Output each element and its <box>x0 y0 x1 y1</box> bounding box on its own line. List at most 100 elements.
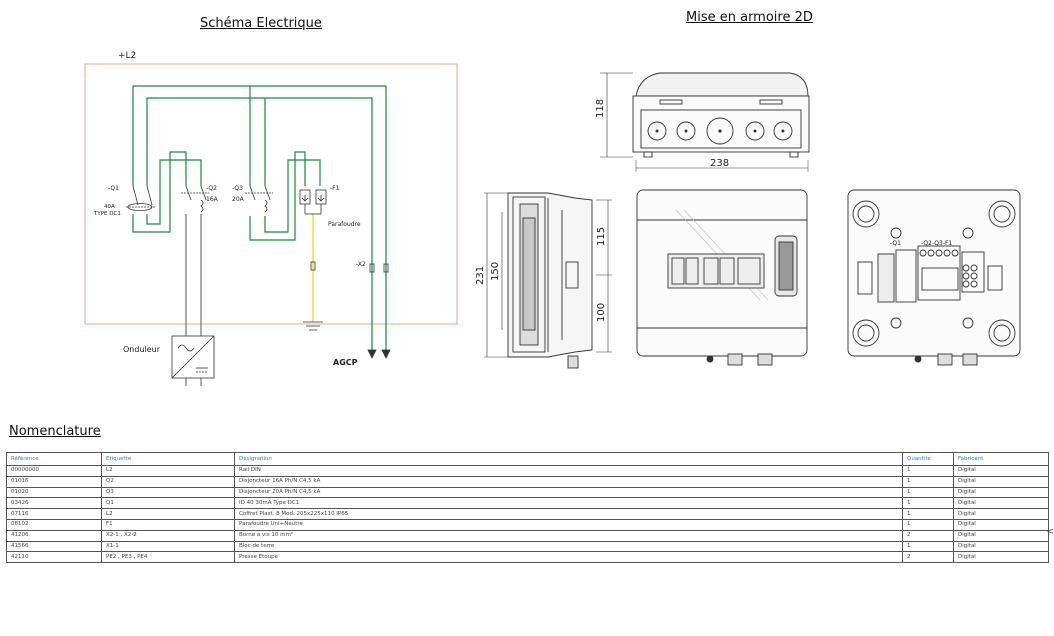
cell-quantity: 1 <box>902 540 954 553</box>
table-row: 00000000 L2 Rail DIN 1 Digital <box>6 465 1049 477</box>
q1-ref: -Q1 <box>108 185 119 192</box>
cell-reference: 03426 <box>6 497 102 510</box>
drawing-canvas: +L2 -Q1 40A TYPE DC1 <box>84 51 1021 386</box>
cell-designation: Presse Etoupe <box>234 551 903 564</box>
header-label: Etiquette <box>101 452 235 466</box>
cell-quantity: 1 <box>902 497 954 510</box>
cell-manufacturer: Digital <box>953 465 1049 477</box>
cell-quantity: 2 <box>902 529 954 542</box>
inverter-symbol <box>171 335 215 386</box>
cell-reference: 08102 <box>6 518 102 531</box>
cell-label: Q2 <box>101 475 235 488</box>
f1-name: Parafoudre <box>328 221 361 228</box>
panel-label-q2q3f1: -Q2-Q3-F1 <box>921 240 952 247</box>
cell-reference: 01020 <box>6 486 102 499</box>
cell-label: X1-1 <box>101 540 235 553</box>
q2-symbol <box>181 185 209 213</box>
cell-designation: Bloc de terre <box>234 540 903 553</box>
dim-lower: 100 <box>596 303 607 322</box>
cell-label: Q3 <box>101 486 235 499</box>
schematic-frame <box>84 63 458 325</box>
cell-manufacturer: Digital <box>953 551 1049 564</box>
cell-reference: 42110 <box>6 551 102 564</box>
cell-designation: Borne à vis 10 mm² <box>234 529 903 542</box>
panel-label-q1: -Q1 <box>890 240 901 247</box>
cell-quantity: 1 <box>902 518 954 531</box>
x2-label: -X2 <box>356 261 366 268</box>
cell-reference: 00000000 <box>6 465 102 477</box>
cell-label: L2 <box>101 508 235 520</box>
q3-rating: 20A <box>232 196 245 203</box>
cell-label: L2 <box>101 465 235 477</box>
cell-designation: Parafoudre Uni+Neutre <box>234 518 903 531</box>
cell-manufacturer: Digital <box>953 529 1049 542</box>
bus-wires <box>132 85 387 352</box>
cell-reference: 01016 <box>6 475 102 488</box>
cell-quantity: 1 <box>902 508 954 520</box>
cell-manufacturer: Digital <box>953 497 1049 510</box>
cell-quantity: 1 <box>902 465 954 477</box>
q1-rating: 40A <box>104 204 115 210</box>
agcp-label: AGCP <box>333 358 358 367</box>
supply-label: +L2 <box>118 51 136 61</box>
q2-rating: 16A <box>206 196 219 203</box>
cell-designation: Disjoncteur 16A Ph/N C4,5 kA <box>234 475 903 488</box>
cabinet-internal-view <box>847 189 1021 366</box>
cell-quantity: 2 <box>902 551 954 564</box>
electrical-schematic: +L2 -Q1 40A TYPE DC1 <box>84 51 458 386</box>
cell-designation: Disjoncteur 20A Ph/N C4,5 kA <box>234 486 903 499</box>
nomenclature-title: Nomenclature <box>9 424 101 439</box>
cell-label: Q1 <box>101 497 235 510</box>
cell-manufacturer: Digital <box>953 518 1049 531</box>
table-row: 01016 Q2 Disjoncteur 16A Ph/N C4,5 kA 1 … <box>6 475 1049 488</box>
dim-upper: 115 <box>596 227 607 246</box>
table-header-row: Référence Etiquette Désignation Quantité… <box>6 452 1049 466</box>
table-row: 08102 F1 Parafoudre Uni+Neutre 1 Digital <box>6 518 1049 531</box>
cabinet-side-view <box>484 192 612 369</box>
nomenclature-table: Référence Etiquette Désignation Quantité… <box>6 452 1049 564</box>
cell-designation: Rail DIN <box>234 465 903 477</box>
cell-manufacturer: Digital <box>953 540 1049 553</box>
table-row: 42110 PE2 , PE3 , PE4 Presse Etoupe 2 Di… <box>6 551 1049 564</box>
header-manufacturer: Fabricant <box>953 452 1049 466</box>
cell-designation: Coffret Plast. 8 Mod. 205x225x110 IP65 <box>234 508 903 520</box>
dim-total-height: 231 <box>475 266 486 285</box>
header-quantity: Quantité <box>902 452 954 466</box>
schema-title: Schéma Electrique <box>200 16 322 31</box>
cell-label: X2-1 , X2-2 <box>101 529 235 542</box>
table-row: 01020 Q3 Disjoncteur 20A Ph/N C4,5 kA 1 … <box>6 486 1049 499</box>
dim-top-height: 118 <box>595 99 606 118</box>
header-reference: Référence <box>6 452 102 466</box>
cell-manufacturer: Digital <box>953 508 1049 520</box>
cell-reference: 41206 <box>6 529 102 542</box>
f1-ref: -F1 <box>330 185 340 192</box>
inverter-wires <box>185 214 202 336</box>
cell-designation: ID 40 30mA Type DC1 <box>234 497 903 510</box>
cell-manufacturer: Digital <box>953 486 1049 499</box>
cell-label: PE2 , PE3 , PE4 <box>101 551 235 564</box>
inverter-label: Onduleur <box>123 345 161 354</box>
q3-symbol <box>245 185 273 213</box>
q2-ref: -Q2 <box>206 185 217 192</box>
x2-terminals <box>367 263 391 359</box>
cell-label: F1 <box>101 518 235 531</box>
cell-reference: 07116 <box>6 508 102 520</box>
f1-symbol <box>299 189 327 215</box>
dim-width: 238 <box>710 158 729 169</box>
header-designation: Désignation <box>234 452 903 466</box>
dim-side-150: 150 <box>490 262 501 281</box>
cell-quantity: 1 <box>902 486 954 499</box>
cabinet-front-view <box>636 189 808 366</box>
edge-marker: < <box>1046 527 1054 537</box>
cell-reference: 41566 <box>6 540 102 553</box>
cell-manufacturer: Digital <box>953 475 1049 488</box>
table-row: 41206 X2-1 , X2-2 Borne à vis 10 mm² 2 D… <box>6 529 1049 542</box>
q1-type: TYPE DC1 <box>93 211 121 217</box>
table-row: 07116 L2 Coffret Plast. 8 Mod. 205x225x1… <box>6 508 1049 520</box>
q3-ref: -Q3 <box>232 185 243 192</box>
cabinet-top-view <box>600 72 810 172</box>
earth-terminal <box>303 261 323 331</box>
cell-quantity: 1 <box>902 475 954 488</box>
cabinet-title: Mise en armoire 2D <box>686 10 813 25</box>
table-row: 03426 Q1 ID 40 30mA Type DC1 1 Digital <box>6 497 1049 510</box>
